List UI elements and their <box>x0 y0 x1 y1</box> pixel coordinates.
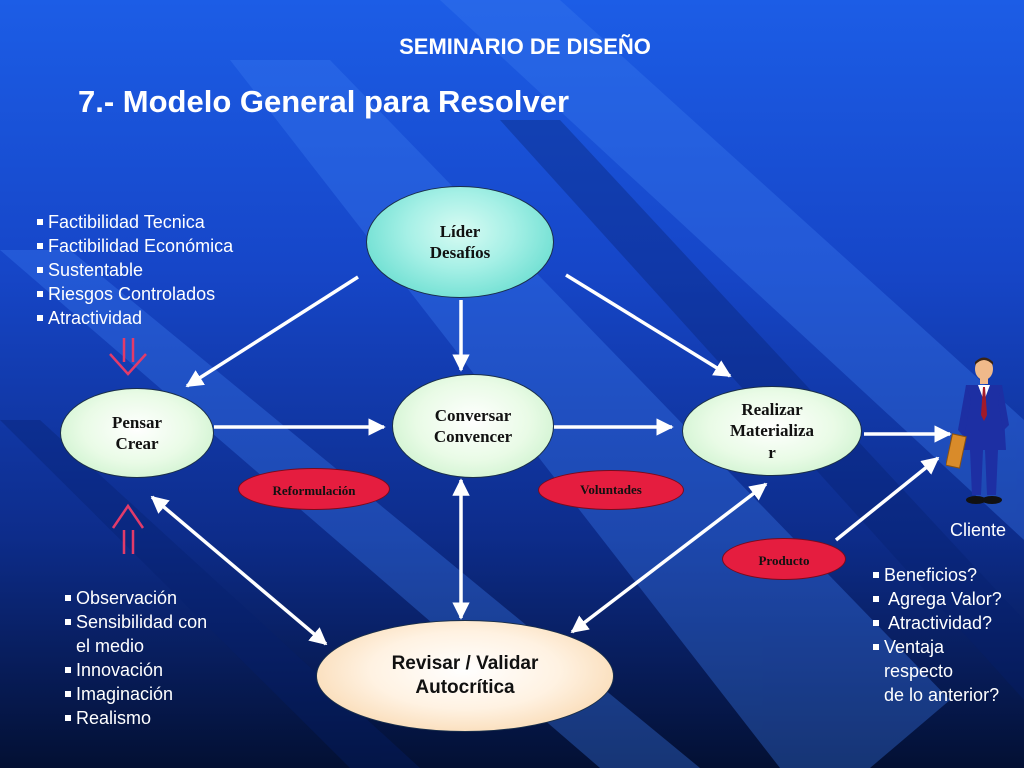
list-item: Riesgos Controlados <box>36 282 233 306</box>
node-revisar-validar: Revisar / Validar Autocrítica <box>316 620 614 732</box>
arrow-realizar-revisar <box>570 482 768 634</box>
arrow-lider-to-realizar <box>565 273 732 378</box>
list-item: Sustentable <box>36 258 233 282</box>
node-pensar-crear: Pensar Crear <box>60 388 214 478</box>
list-item: Ventaja <box>872 635 1002 659</box>
arrow-producto-to-cliente <box>834 456 940 542</box>
list-item: Factibilidad Tecnica <box>36 210 233 234</box>
node-label: Líder <box>439 221 481 241</box>
client-benefits-list: Beneficios? Agrega Valor? Atractividad? … <box>872 563 1002 707</box>
list-item: Imaginación <box>64 682 207 706</box>
arrow-lider-to-pensar <box>185 275 359 388</box>
node-label: Pensar <box>111 412 163 432</box>
node-label: r <box>768 442 776 462</box>
list-item: de lo anterior? <box>884 685 1000 705</box>
list-item: Beneficios? <box>872 563 1002 587</box>
slide-title: 7.- Modelo General para Resolver <box>78 84 570 119</box>
list-item: Atractividad <box>36 306 233 330</box>
pill-reformulacion: Reformulación <box>238 468 390 510</box>
node-label: Convencer <box>433 427 513 446</box>
businessman-icon <box>946 357 1009 504</box>
list-item: Realismo <box>64 706 207 730</box>
hollow-up-arrow-icon <box>111 503 145 554</box>
pill-voluntades: Voluntades <box>538 470 684 510</box>
slide-subtitle: SEMINARIO DE DISEÑO <box>399 34 651 59</box>
node-label: Revisar / Validar <box>391 653 539 675</box>
creativity-list: Observación Sensibilidad con el medio In… <box>64 586 207 730</box>
node-label: Desafíos <box>429 243 491 262</box>
node-label: Materializa <box>729 421 814 441</box>
pill-producto: Producto <box>722 538 846 580</box>
node-label: Realizar <box>741 400 803 420</box>
arrow-pensar-revisar <box>150 495 328 646</box>
hollow-down-arrow-icon <box>109 338 147 376</box>
node-label: Crear <box>115 434 159 453</box>
list-item: Innovación <box>64 658 207 682</box>
list-item: Atractividad? <box>872 611 1002 635</box>
list-item: el medio <box>76 636 145 656</box>
node-label: Autocrítica <box>415 677 515 698</box>
client-label: Cliente <box>950 520 1007 540</box>
node-conversar-convencer: Conversar Convencer <box>392 374 554 478</box>
node-realizar-materializar: Realizar Materializa r <box>682 386 862 476</box>
list-item: Factibilidad Económica <box>36 234 233 258</box>
list-item: Agrega Valor? <box>872 587 1002 611</box>
list-item: respecto <box>884 661 954 681</box>
node-lider-desafios: Líder Desafíos <box>366 186 554 298</box>
criteria-list: Factibilidad Tecnica Factibilidad Económ… <box>36 210 233 330</box>
node-label: Conversar <box>434 405 512 425</box>
